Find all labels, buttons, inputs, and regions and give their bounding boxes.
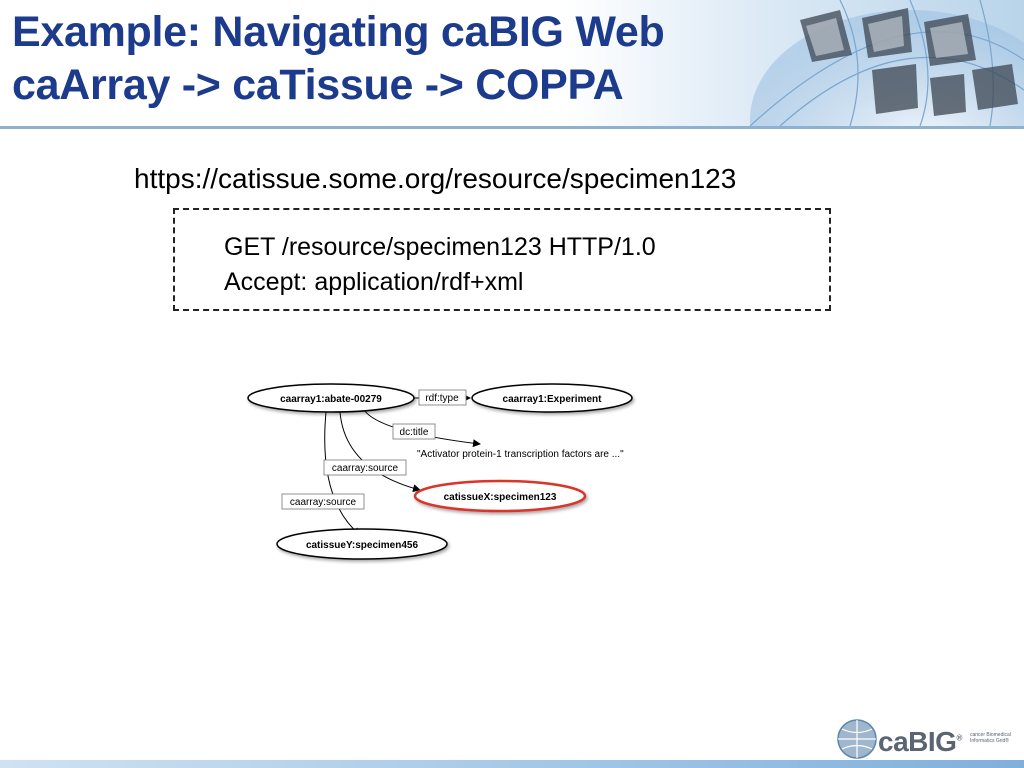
globe-photo-collage-icon [749,0,1024,126]
edge-label-source-y: caarray:source [281,493,365,510]
accept-header-line: Accept: application/rdf+xml [224,268,524,296]
node-experiment-id: caarray1:abate-00279 [247,383,415,413]
footer-band [0,760,1024,768]
logo-tagline: cancer Biomedical Informatics Grid® [970,732,1011,744]
svg-text:catissueY:specimen456: catissueY:specimen456 [306,540,419,551]
svg-text:dc:title: dc:title [400,427,429,438]
header-rule [0,126,1024,129]
edge-label-source-x: caarray:source [323,459,407,476]
svg-text:catissueX:specimen123: catissueX:specimen123 [444,492,557,503]
node-specimen-y: catissueY:specimen456 [276,528,448,560]
logo-wordmark: caBIG® [878,726,962,757]
edge-label-dc-title: dc:title [392,423,436,440]
title-literal: "Activator protein-1 transcription facto… [417,449,624,460]
node-specimen-x: catissueX:specimen123 [413,479,587,513]
request-line: GET /resource/specimen123 HTTP/1.0 [224,233,656,261]
node-experiment-type: caarray1:Experiment [471,383,633,413]
cabig-logo-icon [837,719,877,759]
edge-source-y [324,411,361,536]
edge-label-rdf-type: rdf:type [418,389,467,406]
svg-text:caarray1:abate-00279: caarray1:abate-00279 [280,394,382,405]
title-line-2: caArray -> caTissue -> COPPA [12,61,624,109]
slide-title: Example: Navigating caBIG Web caArray ->… [12,6,665,112]
svg-text:rdf:type: rdf:type [425,393,459,404]
svg-text:caarray1:Experiment: caarray1:Experiment [503,394,603,405]
http-request-box: GET /resource/specimen123 HTTP/1.0 Accep… [173,208,831,311]
resource-url: https://catissue.some.org/resource/speci… [134,163,737,194]
svg-text:caarray:source: caarray:source [332,463,399,474]
svg-text:caarray:source: caarray:source [290,497,357,508]
title-line-1: Example: Navigating caBIG Web [12,8,665,56]
